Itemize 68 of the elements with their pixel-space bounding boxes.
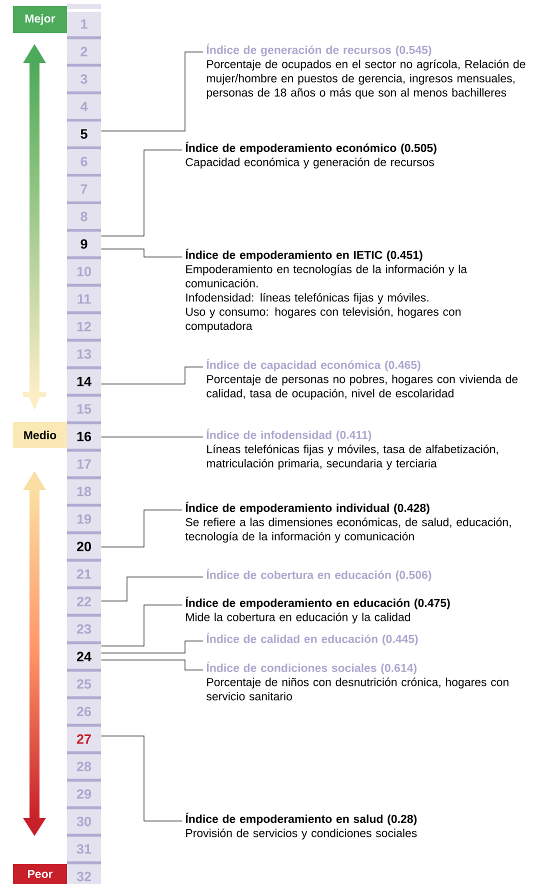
index-description: Capacidad económica y generación de recursos [186, 158, 434, 168]
connector-line [100, 576, 204, 602]
index-description: Empoderamiento en tecnologías de la información y la comunicación. [186, 264, 468, 288]
index-title: Índice de empoderamiento en educación (0.475) [186, 596, 450, 610]
rank-cell: 27 [67, 726, 101, 752]
connector-line [100, 248, 182, 258]
connector-line [100, 640, 204, 654]
index-title: Índice de generación de recursos (0.545) [206, 44, 432, 56]
index-title: Índice de infodensidad (0.411) [206, 428, 372, 442]
rank-cell: 25 [67, 672, 101, 696]
rank-cell: 4 [67, 94, 101, 119]
index-description: Infodensidad: líneas telefónicas fijas y móviles. [186, 293, 428, 304]
rank-cell: 30 [67, 809, 101, 834]
rank-cell: 15 [67, 396, 101, 422]
rank-cell: 23 [67, 616, 101, 642]
rank-cell: 9 [67, 232, 101, 256]
rank-cell: 8 [67, 204, 101, 229]
rank-cell: 3 [67, 66, 101, 92]
rank-cell: 32 [67, 864, 101, 884]
scale-label: Peor [13, 864, 67, 884]
connector-line [100, 736, 182, 822]
scale-label: Medio [13, 422, 67, 448]
rank-cell: 14 [67, 369, 101, 394]
rank-cell: 28 [67, 754, 101, 779]
rank-cell: 19 [67, 506, 101, 532]
connector-line [100, 150, 182, 236]
index-description: Líneas telefónicas fijas y móviles, tasa de alfabetización, matriculación primaria, secundaria y terciaria [206, 444, 498, 470]
rank-cell: 10 [67, 259, 101, 284]
rank-cell: 2 [67, 39, 101, 64]
rank-cell: 6 [67, 149, 101, 174]
connector-line [100, 52, 204, 132]
rank-cell: 11 [67, 286, 101, 312]
rank-cell: 17 [67, 452, 101, 476]
index-title: Índice de condiciones sociales (0.614) [206, 662, 417, 674]
rank-cell: 1 [67, 12, 101, 36]
rank-cell: 5 [67, 122, 101, 146]
rank-cell: 31 [67, 836, 101, 862]
connector-line [100, 366, 204, 384]
rank-cell: 26 [67, 699, 101, 724]
rank-cell: 20 [67, 534, 101, 559]
rank-cell: 12 [67, 314, 101, 339]
rank-cell: 22 [67, 589, 101, 614]
scale-label: Mejor [13, 6, 67, 34]
rank-cell: 21 [67, 562, 101, 586]
index-title: Índice de empoderamiento en IETIC (0.451) [186, 248, 422, 262]
connector-line [100, 510, 182, 548]
rank-cell: 29 [67, 782, 101, 806]
index-title: Índice de empoderamiento en salud (0.28) [186, 812, 417, 826]
rank-cell: 24 [67, 644, 101, 669]
index-title: Índice de calidad en educación (0.445) [206, 632, 418, 646]
index-description: Se refiere a las dimensiones económicas, de salud, educación, tecnología de la información y comunicación [185, 518, 511, 543]
index-description: Mide la cobertura en educación y la calidad [186, 612, 410, 624]
rank-cell: 7 [67, 176, 101, 202]
connector-line [100, 604, 182, 646]
index-description: Porcentaje de ocupados en el sector no agrícola, Relación de mujer/hombre en puestos de gerencia, ingresos mensuales, personas de 18 años o más que son al menos bachilleres [206, 60, 526, 99]
index-description: Porcentaje de personas no pobres, hogares con vivienda de calidad, tasa de ocupación, nivel de escolaridad [206, 374, 518, 400]
connector-line [100, 660, 204, 670]
index-description: Provisión de servicios y condiciones sociales [186, 828, 417, 840]
index-title: Índice de empoderamiento económico (0.505) [186, 142, 436, 154]
rank-cell: 18 [67, 479, 101, 504]
index-title: Índice de cobertura en educación (0.506) [206, 568, 432, 582]
index-title: Índice de empoderamiento individual (0.428) [186, 502, 430, 514]
rank-cell: 13 [67, 342, 101, 366]
index-description: Porcentaje de niños con desnutrición crónica, hogares con servicio sanitario [206, 678, 508, 700]
index-description: Uso y consumo: hogares con televisión, hogares con computadora [186, 307, 461, 332]
index-title: Índice de capacidad económica (0.465) [206, 358, 420, 372]
connector-line [100, 436, 204, 438]
rank-cell: 16 [67, 424, 101, 449]
